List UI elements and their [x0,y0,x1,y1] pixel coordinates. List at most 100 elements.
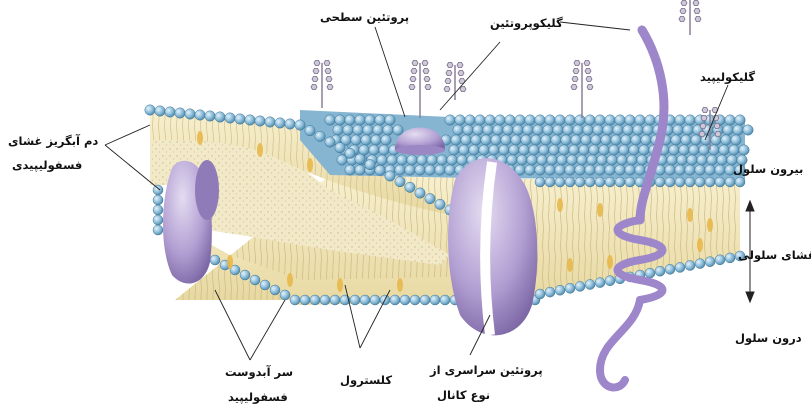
phospholipid-head [543,125,553,135]
phospholipid-head [585,165,595,175]
phospholipid-head [605,165,615,175]
phospholipid-head [240,270,250,280]
phospholipid-head [535,177,545,187]
phospholipid-head [250,275,260,285]
phospholipid-head [553,125,563,135]
phospholipid-head [531,135,541,145]
phospholipid-head [565,165,575,175]
phospholipid-head [397,155,407,165]
phospholipid-head [735,177,745,187]
phospholipid-head [375,165,385,175]
phospholipid-head [445,115,455,125]
phospholipid-head [723,125,733,135]
phospholipid-head [280,290,290,300]
label-hydrophilic-head-2: فسفولیپید [228,390,288,404]
phospholipid-head [335,115,345,125]
label-cell-membrane: غشای سلولی [738,248,811,262]
phospholipid-head [369,145,379,155]
phospholipid-head [295,120,305,130]
phospholipid-head [623,125,633,135]
sugar-chain [311,60,333,108]
phospholipid-head [677,155,687,165]
phospholipid-head [381,135,391,145]
phospholipid-head [325,137,335,147]
phospholipid-head [195,110,205,120]
label-hydrophilic-head-1: سر آبدوست [225,365,293,379]
phospholipid-head [735,115,745,125]
phospholipid-head [705,165,715,175]
phospholipid-head [675,177,685,187]
phospholipid-head [461,135,471,145]
phospholipid-head [613,125,623,135]
phospholipid-head [333,125,343,135]
phospholipid-head [385,115,395,125]
sugar-chain [409,60,431,118]
label-channel-protein-2: نوع کانال [437,388,490,402]
phospholipid-head [275,118,285,128]
phospholipid-head [493,125,503,135]
phospholipid-head [400,295,410,305]
phospholipid-head [581,135,591,145]
phospholipid-head [521,135,531,145]
phospholipid-head [455,115,465,125]
phospholipid-head [285,119,295,129]
phospholipid-head [595,165,605,175]
phospholipid-head [499,145,509,155]
phospholipid-head [585,280,595,290]
phospholipid-head [575,115,585,125]
phospholipid-head [573,125,583,135]
cholesterol-molecule [557,198,563,212]
phospholipid-head [603,125,613,135]
sugar-chain [444,62,466,100]
channel-protein [448,158,537,335]
phospholipid-head [377,155,387,165]
cholesterol-molecule [257,143,263,157]
phospholipid-head [345,148,355,158]
phospholipid-head [565,177,575,187]
sugar-chain [571,60,593,118]
phospholipid-head [725,253,735,263]
phospholipid-head [627,155,637,165]
phospholipid-head [379,145,389,155]
phospholipid-head [679,145,689,155]
phospholipid-head [525,115,535,125]
phospholipid-head [687,155,697,165]
cholesterol-molecule [687,208,693,222]
phospholipid-head [365,115,375,125]
phospholipid-head [153,185,163,195]
phospholipid-head [383,125,393,135]
phospholipid-head [407,155,417,165]
phospholipid-head [685,115,695,125]
phospholipid-head [685,261,695,271]
cholesterol-molecule [567,258,573,272]
phospholipid-head [555,165,565,175]
phospholipid-head [585,115,595,125]
phospholipid-head [335,142,345,152]
phospholipid-head [675,165,685,175]
phospholipid-head [655,266,665,276]
phospholipid-head [445,165,455,175]
phospholipid-head [615,115,625,125]
phospholipid-head [689,145,699,155]
phospholipid-head [615,177,625,187]
phospholipid-head [587,155,597,165]
phospholipid-head [595,177,605,187]
phospholipid-head [215,112,225,122]
phospholipid-head [373,125,383,135]
phospholipid-head [449,145,459,155]
phospholipid-head [451,135,461,145]
phospholipid-head [507,155,517,165]
phospholipid-head [541,135,551,145]
phospholipid-head [555,177,565,187]
phospholipid-head [715,177,725,187]
phospholipid-head [565,115,575,125]
phospholipid-head [561,135,571,145]
phospholipid-head [513,125,523,135]
phospholipid-head [517,155,527,165]
phospholipid-head [555,115,565,125]
phospholipid-head [270,285,280,295]
phospholipid-head [545,165,555,175]
phospholipid-head [529,145,539,155]
phospholipid-head [695,259,705,269]
phospholipid-head [715,165,725,175]
